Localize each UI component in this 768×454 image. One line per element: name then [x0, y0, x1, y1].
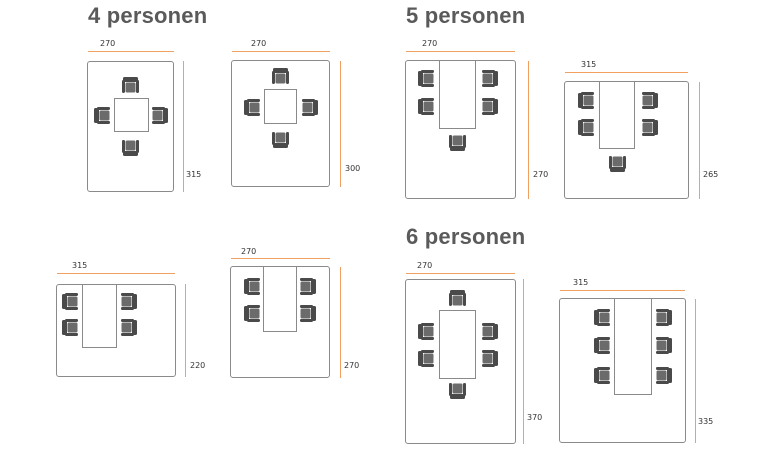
- chair-icon: [448, 133, 467, 152]
- table: [264, 89, 297, 124]
- chair-icon: [593, 308, 612, 327]
- chair-icon: [480, 97, 499, 116]
- chair-icon: [593, 336, 612, 355]
- depth-dimension-line: [340, 267, 341, 378]
- chair-icon: [417, 69, 436, 88]
- width-label: 270: [251, 39, 267, 48]
- chair-icon: [243, 277, 262, 296]
- width-label: 315: [72, 261, 88, 270]
- chair-icon: [417, 97, 436, 116]
- chair-icon: [243, 98, 262, 117]
- chair-icon: [119, 318, 138, 337]
- chair-icon: [593, 366, 612, 385]
- depth-label: 270: [344, 361, 360, 370]
- chair-icon: [121, 138, 140, 157]
- chair-icon: [271, 67, 290, 86]
- width-label: 270: [417, 261, 433, 270]
- chair-icon: [93, 106, 112, 125]
- chair-icon: [61, 318, 80, 337]
- heading-6-personen: 6 personen: [406, 224, 526, 249]
- chair-icon: [271, 130, 290, 149]
- depth-dimension-line: [699, 82, 700, 199]
- width-dimension-line: [406, 51, 515, 52]
- depth-dimension-line: [528, 61, 529, 199]
- chair-icon: [243, 304, 262, 323]
- table: [114, 98, 149, 132]
- width-dimension-line: [57, 273, 175, 274]
- depth-dimension-line: [340, 61, 341, 187]
- chair-icon: [577, 118, 596, 137]
- width-label: 315: [581, 60, 597, 69]
- chair-icon: [119, 292, 138, 311]
- chair-icon: [61, 292, 80, 311]
- chair-icon: [448, 381, 467, 400]
- table: [263, 266, 297, 332]
- depth-label: 370: [527, 413, 543, 422]
- depth-dimension-line: [523, 279, 524, 444]
- chair-icon: [640, 91, 659, 110]
- chair-icon: [608, 154, 627, 173]
- depth-label: 220: [190, 361, 206, 370]
- width-dimension-line: [232, 51, 330, 52]
- depth-label: 335: [698, 417, 714, 426]
- table: [614, 298, 652, 395]
- width-label: 270: [241, 247, 257, 256]
- depth-dimension-line: [183, 61, 184, 192]
- width-dimension-line: [560, 290, 685, 291]
- heading-5-personen: 5 personen: [406, 3, 526, 28]
- chair-icon: [448, 289, 467, 308]
- chair-icon: [121, 76, 140, 95]
- width-dimension-line: [231, 258, 330, 259]
- width-label: 270: [422, 39, 438, 48]
- chair-icon: [654, 366, 673, 385]
- chair-icon: [480, 349, 499, 368]
- chair-icon: [577, 91, 596, 110]
- heading-4-personen: 4 personen: [88, 3, 208, 28]
- width-dimension-line: [565, 72, 688, 73]
- table: [599, 81, 635, 149]
- width-label: 315: [573, 278, 589, 287]
- chair-icon: [150, 106, 169, 125]
- depth-dimension-line: [695, 299, 696, 443]
- depth-label: 270: [533, 170, 549, 179]
- chair-icon: [417, 349, 436, 368]
- table: [439, 310, 476, 379]
- depth-dimension-line: [185, 284, 186, 377]
- chair-icon: [654, 336, 673, 355]
- chair-icon: [298, 304, 317, 323]
- chair-icon: [298, 277, 317, 296]
- chair-icon: [654, 308, 673, 327]
- depth-label: 300: [345, 164, 361, 173]
- table: [82, 284, 117, 348]
- width-label: 270: [100, 39, 116, 48]
- chair-icon: [480, 322, 499, 341]
- chair-icon: [640, 118, 659, 137]
- width-dimension-line: [88, 51, 174, 52]
- chair-icon: [480, 69, 499, 88]
- table: [439, 60, 476, 129]
- depth-label: 315: [186, 170, 202, 179]
- chair-icon: [417, 322, 436, 341]
- chair-icon: [300, 98, 319, 117]
- width-dimension-line: [406, 273, 515, 274]
- depth-label: 265: [703, 170, 719, 179]
